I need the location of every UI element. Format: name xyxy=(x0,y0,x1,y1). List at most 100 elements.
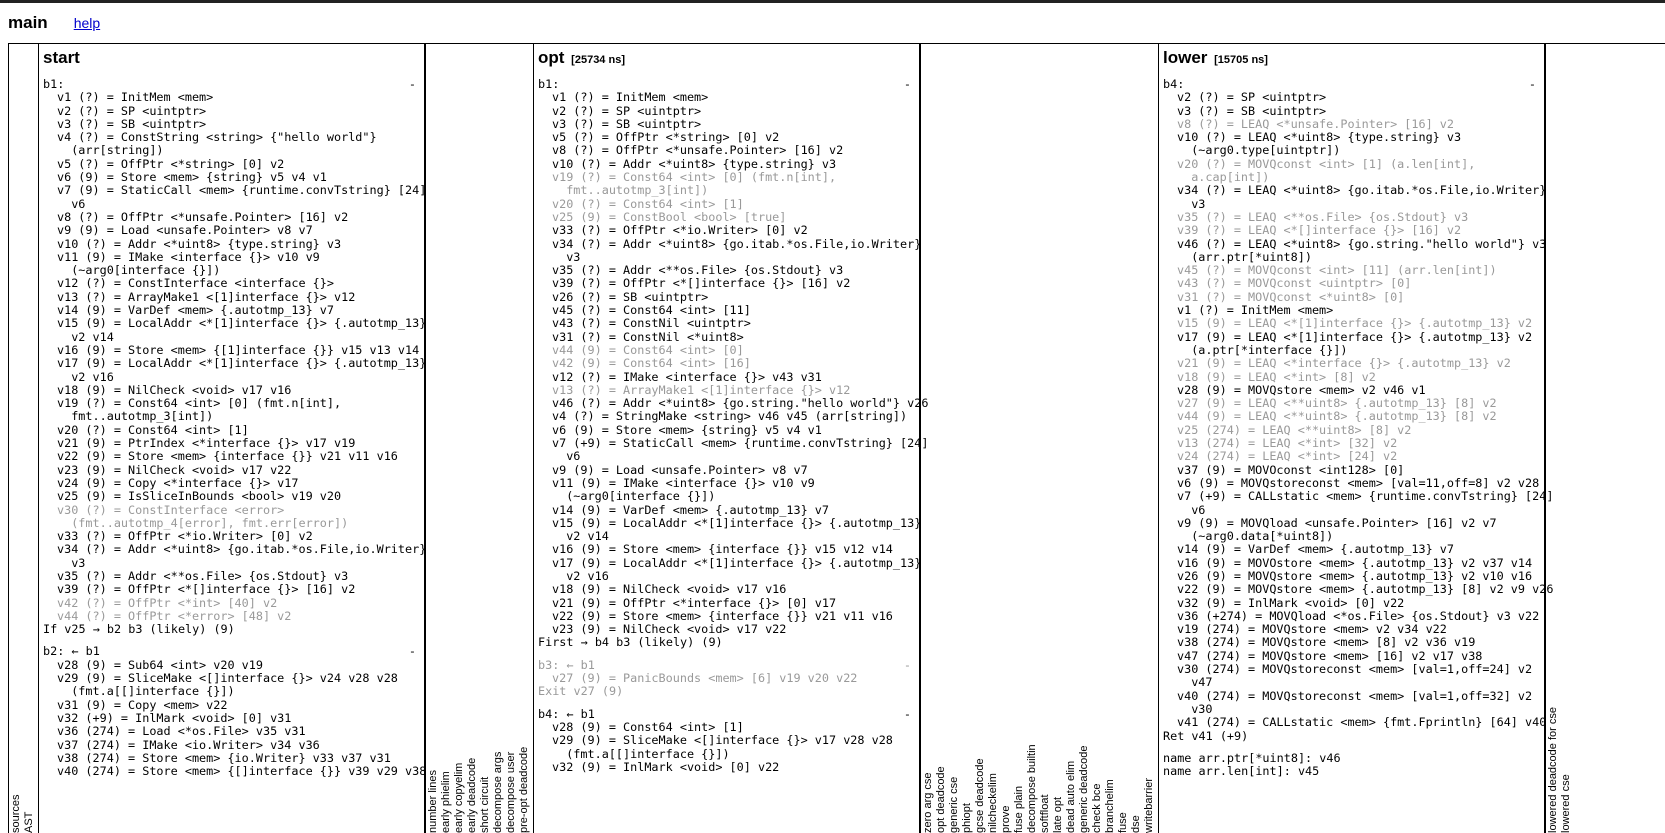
ssa-value[interactable]: v3 xyxy=(552,249,581,264)
ssa-value[interactable]: v27 (9) = PanicBounds <mem> [6] v19 v20 … xyxy=(552,671,858,686)
phase-title[interactable]: start xyxy=(43,48,80,67)
ssa-value[interactable]: (fmt.a[[]interface {}]) xyxy=(552,746,730,761)
ssa-value[interactable]: (a.ptr[*interface {}]) xyxy=(1177,342,1348,357)
ssa-value[interactable]: v26 (?) = SB <uintptr> xyxy=(552,289,709,304)
ssa-value[interactable]: v8 (?) = LEAQ <*unsafe.Pointer> [16] v2 xyxy=(1177,116,1454,131)
phase-tab[interactable]: softfloat xyxy=(1038,794,1051,833)
ssa-value[interactable]: v15 (9) = LocalAddr <*[1]interface {}> {… xyxy=(552,515,922,530)
ssa-value[interactable]: v10 (?) = Addr <*uint8> {type.string} v3 xyxy=(57,236,342,251)
ssa-value[interactable]: v43 (?) = MOVQconst <uintptr> [0] xyxy=(1177,276,1412,291)
ssa-value[interactable]: (~arg0.type[uintptr]) xyxy=(1177,143,1341,158)
phase-tab[interactable]: branchelim xyxy=(1103,779,1116,833)
ssa-value[interactable]: v32 (+9) = InlMark <void> [0] v31 xyxy=(57,710,292,725)
ssa-value[interactable]: v6 xyxy=(57,196,86,211)
ssa-value[interactable]: v30 (?) = ConstInterface <error> xyxy=(57,502,285,517)
block-header[interactable]: b1: xyxy=(538,77,560,91)
ssa-value[interactable]: v27 (9) = LEAQ <**uint8> {.autotmp_13} [… xyxy=(1177,396,1497,411)
ssa-value[interactable]: v15 (9) = LocalAddr <*[1]interface {}> {… xyxy=(57,316,427,331)
ssa-value[interactable]: v18 (9) = NilCheck <void> v17 v16 xyxy=(552,582,787,597)
ssa-value[interactable]: v35 (?) = Addr <**os.File> {os.Stdout} v… xyxy=(552,263,844,278)
phase-tab[interactable]: short circuit xyxy=(478,776,491,833)
ssa-value[interactable]: v16 (9) = MOVOstore <mem> {.autotmp_13} … xyxy=(1177,555,1533,570)
collapse-toggle[interactable]: - xyxy=(903,706,911,721)
ssa-value[interactable]: v4 (?) = ConstString <string> {"hello wo… xyxy=(57,130,377,145)
ssa-value[interactable]: v11 (9) = IMake <interface {}> v10 v9 xyxy=(57,249,320,264)
ssa-value[interactable]: v16 (9) = Store <mem> {interface {}} v15… xyxy=(552,542,893,557)
ssa-value[interactable]: v33 (?) = OffPtr <*io.Writer> [0] v2 xyxy=(552,223,808,238)
ssa-value[interactable]: v44 (?) = OffPtr <*error> [48] v2 xyxy=(57,608,292,623)
ssa-value[interactable]: fmt..autotmp_3[int]) xyxy=(552,183,709,198)
ssa-value[interactable]: v17 (9) = LocalAddr <*[1]interface {}> {… xyxy=(552,555,922,570)
block-control[interactable]: If v25 → b2 b3 (likely) (9) xyxy=(43,622,235,637)
help-link[interactable]: help xyxy=(73,15,101,31)
ssa-value[interactable]: v3 xyxy=(57,555,86,570)
ssa-value[interactable]: v15 (9) = LEAQ <*[1]interface {}> {.auto… xyxy=(1177,316,1533,331)
ssa-value[interactable]: v17 (9) = LocalAddr <*[1]interface {}> {… xyxy=(57,356,427,371)
ssa-value[interactable]: v28 (9) = Sub64 <int> v20 v19 xyxy=(57,657,263,672)
ssa-value[interactable]: v34 (?) = Addr <*uint8> {go.itab.*os.Fil… xyxy=(57,542,427,557)
ssa-value[interactable]: v9 (9) = Load <unsafe.Pointer> v8 v7 xyxy=(552,462,808,477)
ssa-value[interactable]: v25 (9) = ConstBool <bool> [true] xyxy=(552,209,787,224)
phase-tab[interactable]: early copyelim xyxy=(452,762,465,833)
block-control[interactable]: First → b4 b3 (likely) (9) xyxy=(538,635,723,650)
ssa-value[interactable]: v6 (9) = Store <mem> {string} v5 v4 v1 xyxy=(552,422,822,437)
ssa-value[interactable]: v2 (?) = SP <uintptr> xyxy=(1177,90,1327,105)
block-header[interactable]: b1: xyxy=(43,77,65,91)
phase-tab[interactable]: dse xyxy=(1129,815,1142,833)
ssa-value[interactable]: v34 (?) = Addr <*uint8> {go.itab.*os.Fil… xyxy=(552,236,922,251)
ssa-value[interactable]: v19 (274) = MOVQstore <mem> v2 v34 v22 xyxy=(1177,622,1447,637)
ssa-value[interactable]: v42 (?) = OffPtr <*int> [40] v2 xyxy=(57,595,278,610)
collapse-toggle[interactable]: - xyxy=(408,644,416,659)
ssa-value[interactable]: v30 (274) = MOVQstoreconst <mem> [val=1,… xyxy=(1177,662,1533,677)
phase-tab[interactable]: prove xyxy=(999,805,1012,833)
collapse-toggle[interactable]: - xyxy=(903,657,911,672)
phase-title[interactable]: opt [25734 ns] xyxy=(538,48,625,67)
ssa-value[interactable]: v12 (?) = IMake <interface {}> v43 v31 xyxy=(552,369,822,384)
ssa-value[interactable]: v25 (274) = LEAQ <**uint8> [8] v2 xyxy=(1177,422,1412,437)
ssa-value[interactable]: v7 (9) = StaticCall <mem> {runtime.convT… xyxy=(57,183,427,198)
ssa-value[interactable]: v19 (?) = Const64 <int> [0] (fmt.n[int], xyxy=(57,396,342,411)
ssa-value[interactable]: v2 (?) = SP <uintptr> xyxy=(552,103,702,118)
ssa-value[interactable]: v44 (9) = LEAQ <**uint8> {.autotmp_13} [… xyxy=(1177,409,1497,424)
ssa-value[interactable]: v31 (9) = Copy <mem> v22 xyxy=(57,697,228,712)
ssa-value[interactable]: v10 (?) = Addr <*uint8> {type.string} v3 xyxy=(552,156,837,171)
ssa-value[interactable]: v1 (?) = InitMem <mem> xyxy=(1177,303,1334,318)
ssa-value[interactable]: v3 (?) = SB <uintptr> xyxy=(57,116,207,131)
ssa-value[interactable]: v30 xyxy=(1177,701,1213,716)
phase-tab[interactable]: lowered cse xyxy=(1559,774,1572,833)
ssa-value[interactable]: v1 (?) = InitMem <mem> xyxy=(552,90,709,105)
phase-tab[interactable]: late opt xyxy=(1051,796,1064,833)
ssa-value[interactable]: v2 (?) = SP <uintptr> xyxy=(57,103,207,118)
ssa-value[interactable]: v39 (?) = LEAQ <*[]interface {}> [16] v2 xyxy=(1177,223,1462,238)
ssa-value[interactable]: v6 xyxy=(552,449,581,464)
ssa-value[interactable]: v21 (9) = LEAQ <*interface {}> {.autotmp… xyxy=(1177,356,1511,371)
phase-tab[interactable]: phiopt xyxy=(960,803,973,833)
ssa-value[interactable]: v24 (9) = Copy <*interface {}> v17 xyxy=(57,475,299,490)
phase-tab[interactable]: fuse plain xyxy=(1012,785,1025,833)
ssa-value[interactable]: v13 (?) = ArrayMake1 <[1]interface {}> v… xyxy=(552,382,851,397)
ssa-value[interactable]: (~arg0[interface {}]) xyxy=(552,489,716,504)
ssa-value[interactable]: v41 (274) = CALLstatic <mem> {fmt.Fprint… xyxy=(1177,715,1547,730)
phase-tab[interactable]: decompose user xyxy=(504,751,517,833)
ssa-value[interactable]: v19 (?) = Const64 <int> [0] (fmt.n[int], xyxy=(552,170,837,185)
ssa-value[interactable]: v32 (9) = InlMark <void> [0] v22 xyxy=(1177,595,1405,610)
phase-tab[interactable]: decompose args xyxy=(491,751,504,833)
ssa-value[interactable]: v45 (?) = Const64 <int> [11] xyxy=(552,303,751,318)
ssa-value[interactable]: v3 (?) = SB <uintptr> xyxy=(552,116,702,131)
block-header[interactable]: b2: ← b1 xyxy=(43,644,100,659)
ssa-value[interactable]: v8 (?) = OffPtr <*unsafe.Pointer> [16] v… xyxy=(57,209,349,224)
ssa-value[interactable]: v7 (+9) = CALLstatic <mem> {runtime.conv… xyxy=(1177,489,1554,504)
ssa-value[interactable]: v6 (9) = Store <mem> {string} v5 v4 v1 xyxy=(57,170,327,185)
ssa-value[interactable]: v21 (9) = OffPtr <*interface {}> [0] v17 xyxy=(552,595,837,610)
ssa-value[interactable]: v40 (274) = MOVQstoreconst <mem> [val=1,… xyxy=(1177,688,1533,703)
ssa-value[interactable]: v31 (?) = ConstNil <*uint8> xyxy=(552,329,744,344)
ssa-value[interactable]: v36 (274) = Load <*os.File> v35 v31 xyxy=(57,724,306,739)
ssa-value[interactable]: v7 (+9) = StaticCall <mem> {runtime.conv… xyxy=(552,436,929,451)
phase-tab[interactable]: early phielim xyxy=(439,771,452,833)
ssa-value[interactable]: (~arg0.data[*uint8]) xyxy=(1177,529,1334,544)
ssa-value[interactable]: v18 (9) = NilCheck <void> v17 v16 xyxy=(57,382,292,397)
phase-tab[interactable]: pre-opt deadcode xyxy=(517,746,530,833)
ssa-value[interactable]: v23 (9) = NilCheck <void> v17 v22 xyxy=(57,462,292,477)
phase-tab[interactable]: gcse deadcode xyxy=(973,758,986,833)
ssa-value[interactable]: v22 (9) = Store <mem> {interface {}} v21… xyxy=(552,608,893,623)
